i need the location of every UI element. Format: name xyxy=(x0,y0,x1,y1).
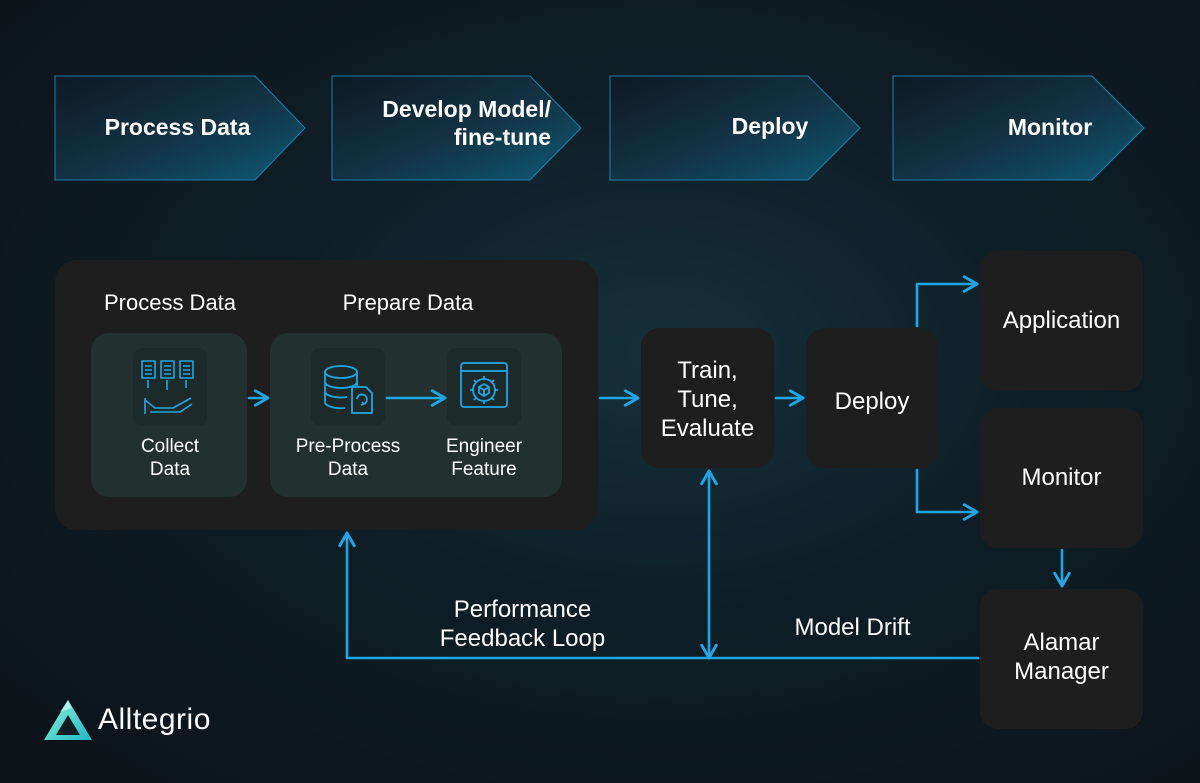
monitor-node xyxy=(980,408,1143,548)
stage-chevron-deploy xyxy=(609,75,861,181)
documents-hand-icon xyxy=(141,360,194,414)
deploy-node-label: Deploy xyxy=(834,388,910,415)
monitor-node-label: Monitor xyxy=(1021,464,1102,491)
engineer-feature-label: Engineer Feature xyxy=(445,436,523,480)
application-node-label: Application xyxy=(1002,307,1121,334)
brand-name: Alltegrio xyxy=(98,703,211,736)
deploy-node xyxy=(806,328,938,468)
model-drift-label: Model Drift xyxy=(794,614,911,641)
train-node-label: Train, Tune, Evaluate xyxy=(660,357,755,442)
engineer-icon-tile xyxy=(447,348,521,426)
feedback-loop-label: Performance Feedback Loop xyxy=(439,596,606,652)
arrow-deploy-to-application xyxy=(915,275,979,328)
collect-data-label: Collect Data xyxy=(140,436,200,480)
arrow-deploy-to-monitor xyxy=(915,468,979,521)
stage-chevron-process-data xyxy=(54,75,306,181)
gear-cube-icon xyxy=(460,362,508,408)
stage-chevron-develop-model xyxy=(331,75,582,181)
alltegrio-logo-icon xyxy=(44,700,92,740)
train-node xyxy=(641,328,774,468)
stage-label-develop-model: Develop Model/ fine-tune xyxy=(382,96,551,150)
stage-chevron-monitor xyxy=(892,75,1145,181)
arrow-feedback-loop xyxy=(338,531,980,660)
stage-label-deploy: Deploy xyxy=(731,113,809,139)
preprocess-data-label: Pre-Process Data xyxy=(295,436,401,480)
alamar-manager-label: Alamar Manager xyxy=(1014,629,1109,685)
database-icon xyxy=(324,365,373,414)
stage-bar xyxy=(54,75,1145,181)
stage-label-monitor: Monitor xyxy=(1007,114,1093,140)
alamar-manager-node xyxy=(980,589,1143,729)
process-data-title: Process Data xyxy=(103,290,237,315)
stage-label-process-data: Process Data xyxy=(104,114,251,140)
prepare-data-title: Prepare Data xyxy=(342,290,474,315)
application-node xyxy=(980,251,1143,391)
collect-icon-tile xyxy=(133,348,207,426)
